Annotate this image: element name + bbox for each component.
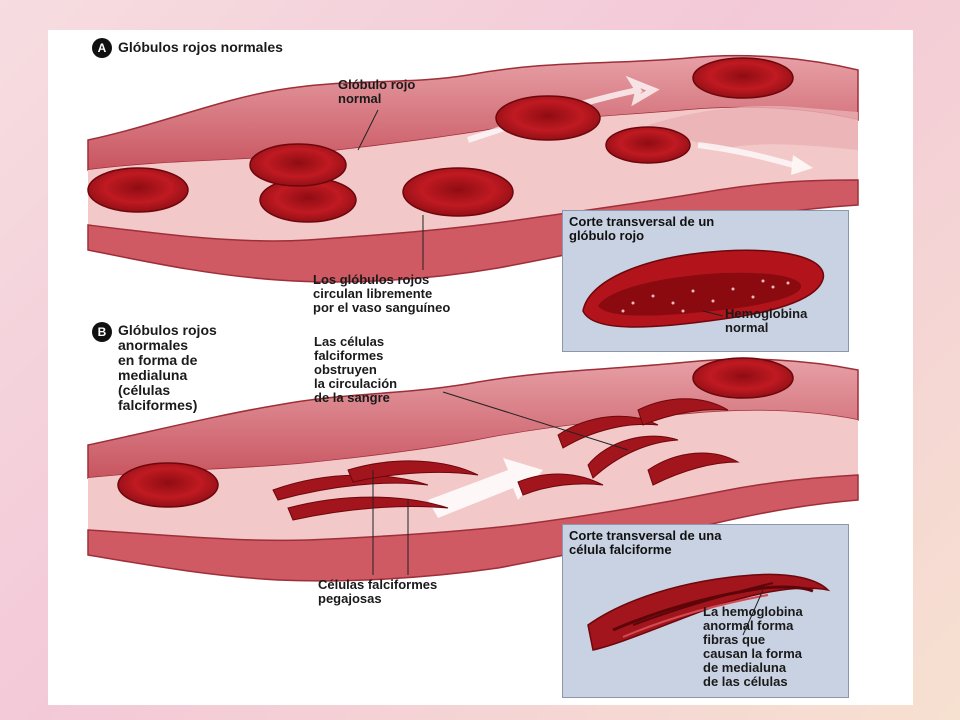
sickle-cell	[557, 415, 659, 449]
sickle-cell-cross-section	[587, 573, 831, 651]
sickle-cell	[347, 460, 479, 483]
inset-b-title: Corte transversal de una célula falcifor…	[569, 528, 722, 557]
callout-free-flow: Los glóbulos rojos circulan libremente p…	[313, 272, 451, 315]
red-blood-cell	[495, 95, 601, 141]
flow-arrow-a2-head	[791, 155, 813, 175]
sickle-cell	[272, 474, 429, 501]
vessel-b	[87, 357, 859, 582]
inset-normal-cross-section: Corte transversal de un glóbulo rojo Hem…	[562, 210, 849, 352]
flow-arrow-a2	[697, 142, 794, 168]
callout-normal-cell: Glóbulo rojo normal	[338, 77, 416, 106]
panel-b-badge: B	[92, 322, 112, 342]
vessel-b-lumen	[88, 410, 858, 541]
red-blood-cell	[87, 167, 189, 213]
panel-a-title: Glóbulos rojos normales	[118, 39, 283, 55]
inset-sickle-cross-section: Corte transversal de una célula falcifor…	[562, 524, 849, 698]
red-blood-cell	[692, 57, 794, 99]
callout-sticky: Células falciformes pegajosas	[318, 577, 438, 606]
inset-b-label: La hemoglobina anormal forma fibras que …	[703, 604, 803, 689]
red-blood-cell	[117, 462, 219, 508]
red-blood-cell	[402, 167, 514, 217]
sickle-cell	[647, 452, 740, 486]
sickle-cell	[637, 398, 729, 426]
sickle-cell	[517, 473, 604, 496]
flow-arrow-b	[428, 458, 543, 518]
red-blood-cell	[605, 126, 691, 164]
inset-a-label: Hemoglobina normal	[725, 306, 808, 335]
panel-b-title: Glóbulos rojos anormales en forma de med…	[118, 322, 217, 413]
vessel-a	[87, 54, 859, 283]
red-blood-cell	[249, 143, 347, 187]
vessel-a-branch	[648, 105, 858, 150]
normal-cell-cross-section	[582, 249, 825, 328]
vessel-illustration	[87, 54, 859, 582]
red-blood-cell	[692, 357, 794, 399]
callout-obstruct: Las células falciformes obstruyen la cir…	[314, 334, 398, 405]
vessel-b-lower-wall	[87, 474, 859, 582]
inset-a-title: Corte transversal de un glóbulo rojo	[569, 214, 715, 243]
diagram-frame: A Glóbulos rojos normales Glóbulo rojo n…	[48, 30, 913, 705]
panel-a-badge: A	[92, 38, 112, 58]
callout-line-cell	[357, 109, 379, 151]
callout-line-obstruct	[442, 391, 629, 451]
vessel-a-lower-wall	[87, 179, 859, 283]
sickle-cell	[587, 435, 679, 479]
